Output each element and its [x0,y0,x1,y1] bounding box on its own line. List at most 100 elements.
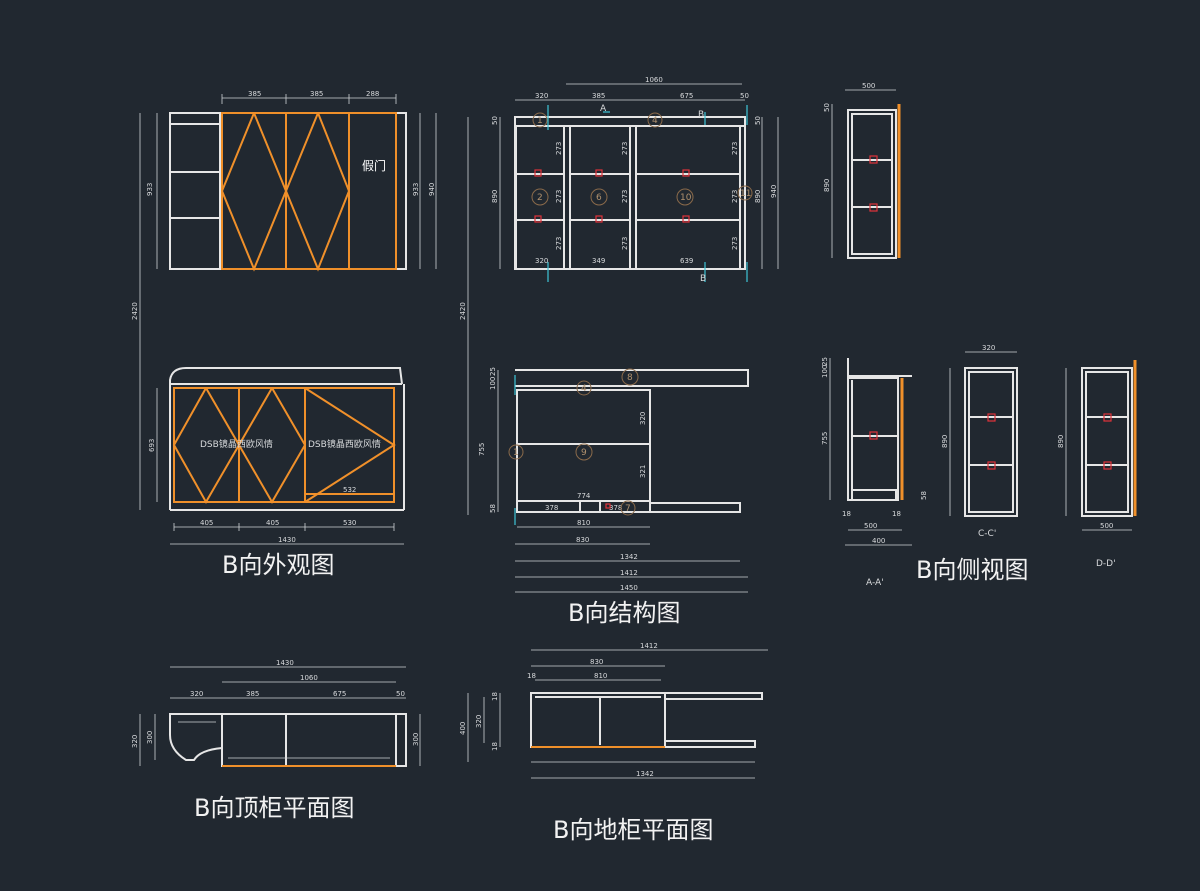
fp-frame [530,692,666,748]
dim-fp-18b: 18 [491,692,499,701]
floor-cabinet-plan: 1412 830 18 810 400 320 18 18 1342 B向地柜平… [459,642,768,844]
dim-fp-1412: 1412 [640,642,658,650]
title-floor-cabinet-plan: B向地柜平面图 [553,816,713,844]
dim-str-1450: 1450 [620,584,638,592]
dim-tp-row-4: 50 [396,690,405,698]
dim-str-top-1: 320 [535,92,548,100]
exterior-view: 假门 385 385 288 933 933 940 2420 DSB镜晶西欧风… [131,90,437,579]
dim-cc-320: 320 [982,344,995,352]
dim-273-e: 273 [621,190,629,203]
dim-ext-top-3: 288 [366,90,379,98]
dim-ext-total-2420: 2420 [131,302,139,320]
dim-str-left-890: 890 [491,190,499,203]
dim-tp-300r: 300 [412,733,420,746]
dim-ext-lower-693: 693 [148,439,156,452]
dim-str-378a: 378 [545,504,558,512]
dim-side-500a: 500 [862,82,875,90]
dim-str-321: 321 [639,465,647,478]
dim-str-bottom-1: 320 [535,257,548,265]
balloon-1: 1 [537,116,543,126]
mark-b-top: B [698,110,704,120]
dim-str-755: 755 [478,443,486,456]
dim-str-100: 100 [489,377,497,390]
dim-273-f: 273 [621,237,629,250]
side-upper-frame [847,109,897,259]
tp-left-corner [169,713,223,761]
dim-side-100: 100 [821,365,829,378]
balloon-6: 6 [596,193,602,203]
dim-ext-top-2: 385 [310,90,323,98]
ext-upper-right-edge [395,112,407,270]
dim-273-h: 273 [731,190,739,203]
dim-str-1412: 1412 [620,569,638,577]
dim-side-18b: 18 [892,510,901,518]
dim-cc-890: 890 [941,435,949,448]
dim-tp-320: 320 [131,735,139,748]
dim-side-50: 50 [823,103,831,112]
dim-str-right-890: 890 [754,190,762,203]
dim-ext-bottom-1: 405 [200,519,213,527]
fake-door-label: 假门 [362,158,386,173]
dim-str-left-50: 50 [491,116,499,125]
dim-tp-1430: 1430 [276,659,294,667]
dim-273-c: 273 [555,237,563,250]
balloon-1-lower: 1 [513,448,519,458]
panel-text-2: DSB镜晶西欧风情 [308,438,381,450]
dim-side-58: 58 [920,491,928,500]
dim-tp-row-1: 320 [190,690,203,698]
dim-ext-532: 532 [343,486,356,494]
balloon-11: 11 [740,189,751,199]
label-dd: D-D' [1096,559,1116,569]
balloon-2: 2 [537,193,543,203]
dim-str-810: 810 [577,519,590,527]
dim-side-755: 755 [821,432,829,445]
dim-tp-1060: 1060 [300,674,318,682]
dim-side-25: 25 [821,357,829,366]
dim-ext-1430: 1430 [278,536,296,544]
dim-str-58: 58 [489,504,497,513]
dim-fp-830: 830 [590,658,603,666]
dim-tp-row-2: 385 [246,690,259,698]
label-cc: C-C' [978,529,996,539]
dim-str-1342: 1342 [620,553,638,561]
side-aa-top [847,358,912,377]
dim-str-top-4: 50 [740,92,749,100]
dim-side-890: 890 [823,179,831,192]
dim-str-2420: 2420 [459,302,467,320]
balloon-8: 8 [627,373,633,383]
dim-ext-top-1: 385 [248,90,261,98]
title-structure: B向结构图 [568,599,680,627]
dim-tp-row-3: 675 [333,690,346,698]
dim-str-830: 830 [576,536,589,544]
balloon-4-upper: 4 [652,116,658,126]
dim-ext-bottom-3: 530 [343,519,356,527]
dim-fp-18c: 18 [491,742,499,751]
side-views: 500 50 890 25 100 755 58 18 18 500 400 A… [821,82,1137,588]
dim-ext-right-940: 940 [428,183,436,196]
dim-fp-810: 810 [594,672,607,680]
ext-upper-left-shelf [169,112,221,270]
dim-str-774: 774 [577,492,591,500]
dim-273-d: 273 [621,142,629,155]
side-dd-frame [1081,367,1133,517]
dim-str-bottom-2: 349 [592,257,605,265]
dim-273-b: 273 [555,190,563,203]
dim-str-right-50: 50 [754,116,762,125]
dim-ext-right-933: 933 [412,183,420,196]
ext-lower-outline [169,367,403,510]
dim-str-bottom-3: 639 [680,257,693,265]
dim-tp-300: 300 [146,731,154,744]
title-exterior: B向外观图 [222,551,334,579]
dim-str-25: 25 [489,367,497,376]
dim-str-1060: 1060 [645,76,663,84]
dim-str-top-2: 385 [592,92,605,100]
dim-str-top-3: 675 [680,92,693,100]
dim-273-i: 273 [731,237,739,250]
fp-top-extension [665,692,763,700]
panel-text-1: DSB镜晶西欧风情 [200,438,273,450]
dim-273-g: 273 [731,142,739,155]
balloon-10: 10 [680,193,692,203]
dim-fp-320: 320 [475,715,483,728]
dim-side-500b: 500 [864,522,877,530]
